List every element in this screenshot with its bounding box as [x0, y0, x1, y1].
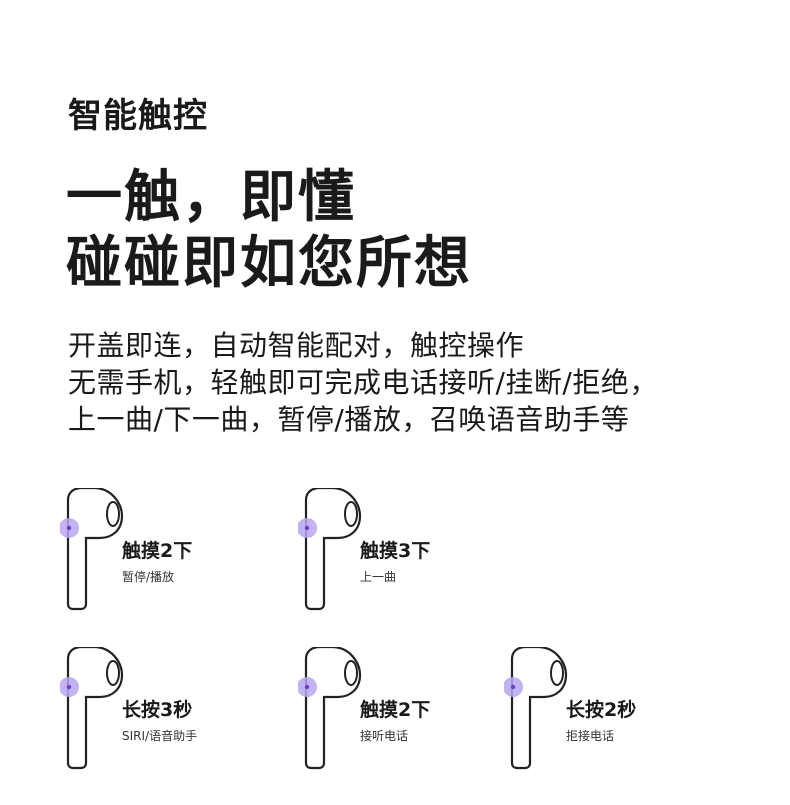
headline-line-2: 碰碰即如您所想: [66, 231, 472, 296]
gesture-card-double-tap-answer: 触摸2下 接听电话: [298, 647, 498, 777]
gesture-subtitle: 上一曲: [360, 570, 397, 584]
earbud-icon: [60, 647, 124, 770]
gesture-title: 触摸2下: [122, 540, 193, 562]
earbud-icon: [298, 647, 362, 770]
earbud-icon: [60, 488, 124, 611]
description-line-3: 上一曲/下一曲，暂停/播放，召唤语音助手等: [68, 403, 630, 436]
gesture-subtitle: 接听电话: [360, 729, 409, 743]
gesture-card-triple-tap-prev: 触摸3下 上一曲: [298, 488, 498, 618]
gesture-card-long-press-2s: 长按2秒 拒接电话: [504, 647, 704, 777]
gesture-subtitle: SIRI/语音助手: [122, 729, 198, 743]
description-line-1: 开盖即连，自动智能配对，触控操作: [68, 329, 525, 362]
gesture-title: 触摸2下: [360, 699, 431, 721]
gesture-card-long-press-3s: 长按3秒 SIRI/语音助手: [60, 647, 260, 777]
gesture-title: 长按2秒: [566, 699, 637, 721]
earbud-icon: [504, 647, 568, 770]
headline-line-1: 一触，即懂: [66, 165, 356, 230]
gesture-subtitle: 暂停/播放: [122, 570, 175, 584]
gesture-subtitle: 拒接电话: [566, 729, 615, 743]
description-line-2: 无需手机，轻触即可完成电话接听/挂断/拒绝，: [68, 366, 658, 399]
gesture-title: 触摸3下: [360, 540, 431, 562]
earbud-icon: [298, 488, 362, 611]
gesture-title: 长按3秒: [122, 699, 193, 721]
section-label: 智能触控: [68, 96, 208, 136]
gesture-card-double-tap-play: 触摸2下 暂停/播放: [60, 488, 260, 618]
